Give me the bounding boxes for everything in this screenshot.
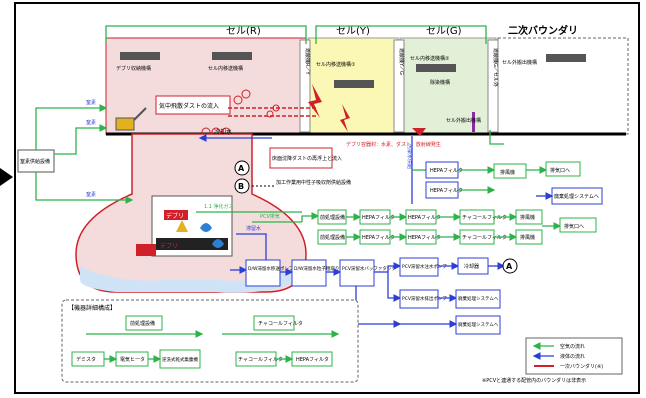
detail-title: 【機器詳細構成】: [68, 304, 116, 312]
legend-liquid-label: 液体の流れ: [560, 353, 585, 360]
legend-air-label: 空気の流れ: [560, 343, 585, 350]
pcv-tank-box: [339, 259, 375, 287]
shield-r-label: 遮蔽機R／Y: [304, 48, 311, 75]
exhaust-fan-2-label: 排風機: [520, 214, 535, 221]
pcv-pump-2-box: [399, 289, 439, 309]
cooler-label: 冷却器: [464, 263, 479, 270]
hepa-6-label: HEPAフィルタ: [408, 234, 441, 241]
marker-b1: [234, 178, 250, 194]
waste-2-box: [455, 289, 501, 309]
airborne-dust-label: 気中飛散ダストの流入: [159, 102, 219, 110]
nitrogen-label-b: 窒素: [86, 119, 96, 126]
pcv-gas-label: 1.1 浄化ガス: [204, 203, 234, 210]
exhaust-out-2-label: 排気口へ: [564, 223, 584, 230]
exhaust-out-2-box: [559, 217, 597, 233]
nitrogen-label-a: 窒素: [86, 99, 96, 106]
debris-main-label: デブリ: [166, 212, 184, 220]
stagnant-water-label: 滞留水: [246, 225, 261, 232]
dw-filter-label: D/W滞留水粒子粗取り装置: [294, 265, 349, 272]
pcv-tank-label: PCV滞留水バッファタンク: [342, 265, 396, 272]
cell-g-header: セル(G): [426, 25, 462, 37]
secondary-boundary-header: 二次バウンダリ: [508, 24, 578, 37]
pretreat-2-label: 前処理設備: [320, 234, 345, 241]
hepa-3-label: HEPAフィルタ: [362, 214, 395, 221]
cell-r-header: セル(R): [226, 25, 261, 37]
detail-charcoal2-label: チャコールフィルタ: [238, 356, 283, 363]
detail-reverse-label: 逆洗式乾式集塵機: [162, 356, 198, 363]
dw-pump-box: [245, 259, 281, 287]
hepa-4-label: HEPAフィルタ: [362, 234, 395, 241]
hepa-5-label: HEPAフィルタ: [408, 214, 441, 221]
exhaust-out-1-label: 排気口へ: [550, 167, 570, 174]
cell-g-region: [399, 37, 497, 135]
nitrogen-label-c: 窒素: [86, 191, 96, 198]
exhaust-fan-3-box: [515, 229, 543, 245]
shield-y-label: 遮蔽機Y／G: [398, 48, 405, 75]
cell-y-header: セル(Y): [336, 25, 370, 37]
cooling-water-label: 冷却水: [214, 128, 232, 136]
nitrogen-supply-label: 窒素供給設備: [20, 158, 50, 165]
detail-panel: [61, 299, 359, 383]
marker-a1: [234, 160, 250, 176]
marker-a2-label: A: [506, 262, 513, 271]
secondary-region: [497, 37, 629, 135]
debris-lower-label: デブリ: [160, 242, 178, 250]
cell-transfer-g2-label: 除染機構: [430, 79, 450, 86]
outside-transfer-label: セル外搬出機構: [502, 59, 537, 66]
exhaust-fan-3-label: 排風機: [520, 234, 535, 241]
pcv-exhaust-label: PCV排気: [260, 213, 280, 220]
pcv-pump-2-label: PCV滞留水排出ポンプ: [402, 295, 447, 302]
waste-1-label: 廃棄処理システムへ: [554, 193, 599, 200]
hepa-filter-2-label: HEPAフィルタ: [430, 187, 463, 194]
exhaust-fan-2-box: [515, 209, 543, 225]
marker-a1-label: A: [238, 164, 245, 173]
debris-sealing-label: デブリ容器封：水素、ダスト、放射線発生: [346, 141, 441, 148]
system-diagram: セル(R) セル(Y) セル(G) 二次バウンダリ デブリ収納機構 セル内移送機…: [17, 24, 629, 384]
dw-pump-label: D/W滞留水移送ポンプA/B: [248, 265, 301, 272]
left-pointer-arrow: [0, 168, 13, 186]
floor-dust-label: 床面沈降ダストの再浮上と流入: [272, 155, 342, 162]
detail-pre-label: 前処理設備: [130, 320, 155, 327]
cell-transfer-g-label: セル内移送機構②: [410, 55, 450, 62]
legend-boundary-label: 一次バウンダリ(※): [560, 363, 603, 370]
diagram-frame: セル(R) セル(Y) セル(G) 二次バウンダリ デブリ収納機構 セル内移送機…: [14, 2, 640, 394]
charcoal-2-label: チャコールフィルタ: [462, 234, 507, 241]
pcv-pump-1-label: PCV滞留水注水ポンプ: [402, 263, 447, 270]
detail-charcoal-label: チャコールフィルタ: [258, 320, 303, 327]
debris-machine-label: デブリ収納機構: [116, 65, 151, 72]
processing-note-label: 加工作業用中性子吸収剤供給設備: [276, 179, 351, 186]
shield-g-label: 遮蔽機G／セル外: [492, 48, 499, 87]
detail-hepa-label: HEPAフィルタ: [296, 356, 329, 363]
charcoal-1-label: チャコールフィルタ: [462, 214, 507, 221]
exhaust-fan-1-label: 排風機: [500, 169, 515, 176]
waste-2-label: 廃棄処理システムへ: [458, 295, 499, 302]
waste-3-label: 廃棄処理システムへ: [458, 321, 499, 328]
legend-note: ※PCVと連通する配管内のバウンダリは非表示: [482, 377, 586, 384]
marker-b1-label: B: [238, 182, 244, 191]
detail-demister-label: デミスタ: [76, 356, 96, 363]
detail-heater-label: 電気ヒータ: [120, 356, 145, 363]
hepa-filter-1-label: HEPAフィルタ: [430, 167, 463, 174]
dw-filter-box: [291, 259, 327, 287]
exhaust-fan-1-box: [493, 163, 527, 179]
floor-dust-callout: [269, 147, 333, 169]
cell-transfer-r-label: セル内移送機構: [208, 65, 243, 72]
exhaust-out-1-box: [545, 161, 581, 177]
cell-transfer-y-label: セル内移送機構①: [316, 61, 356, 68]
pretreat-1-label: 前処理設備: [320, 214, 345, 221]
outside-transfer-label-2: セル外搬出機構: [446, 117, 481, 124]
contaminant-feed-label: 汚染水供給: [406, 144, 413, 169]
pcv-pump-1-box: [399, 257, 439, 277]
marker-a2: [502, 258, 518, 274]
airborne-dust-callout: [155, 95, 231, 115]
